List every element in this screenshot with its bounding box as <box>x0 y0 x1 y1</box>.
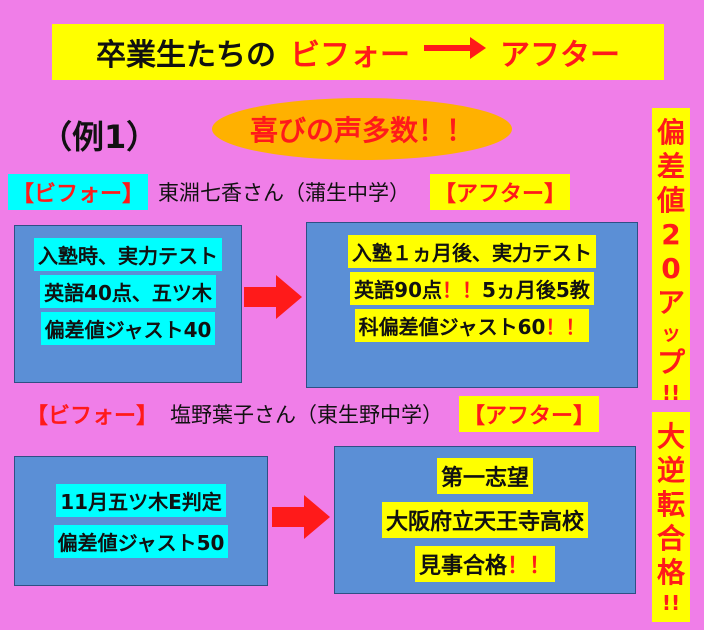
case1-before-line: 偏差値ジャスト40 <box>40 312 216 345</box>
example-label: （例1） <box>40 118 159 156</box>
side2-char: 格 <box>656 556 685 589</box>
case1-before-line: 英語40点、五ツ木 <box>40 275 216 308</box>
case1-arrow-icon <box>244 275 302 319</box>
side1-char: 偏 <box>656 116 685 149</box>
case1-header: 【ビフォー】 東淵七香さん（蒲生中学） 【アフター】 <box>8 174 571 210</box>
case2-after-tag: 【アフター】 <box>459 396 600 432</box>
side-banner-comeback: 大 逆 転 合 格 !! <box>652 412 690 622</box>
side1-char: 2 <box>661 218 681 251</box>
side2-char: 逆 <box>656 454 685 487</box>
right-arrow-icon <box>424 37 486 59</box>
exclaim: ！！ <box>545 315 586 339</box>
exclaim: ！！ <box>442 278 482 302</box>
side1-char: ッ <box>661 321 681 345</box>
case2-header: 【ビフォー】 塩野葉子さん（東生野中学） 【アフター】 <box>22 396 600 432</box>
title-part2: ビフォー <box>290 38 410 73</box>
side1-char: !! <box>661 381 681 405</box>
case2-after-box: 第一志望 大阪府立天王寺高校 見事合格！！ <box>334 446 636 594</box>
title-part3: アフター <box>500 38 620 73</box>
side1-char: 値 <box>656 184 685 217</box>
voice-badge: 喜びの声多数！！ <box>212 98 512 160</box>
side-banner-score-up: 偏 差 値 2 0 ア ッ プ !! <box>652 108 690 405</box>
case1-after-line2: 英語90点！！5ヵ月後5教 <box>350 272 594 305</box>
side1-char: 差 <box>656 150 685 183</box>
title-part1: 卒業生たちの <box>96 38 276 73</box>
side1-char: 0 <box>661 252 681 285</box>
exclaim: ！！ <box>507 554 552 579</box>
case1-after-line2a: 英語90点 <box>354 278 442 302</box>
case1-after-box: 入塾１ヵ月後、実力テスト 英語90点！！5ヵ月後5教 科偏差値ジャスト60！！ <box>306 222 638 388</box>
case1-after-tag: 【アフター】 <box>430 174 571 210</box>
side1-char: プ <box>656 346 685 379</box>
case2-after-line3: 見事合格！！ <box>414 546 556 582</box>
case1-after-line2c: 5ヵ月後5教 <box>482 278 590 302</box>
side1-char: ア <box>656 286 685 319</box>
case2-before-box: 11月五ツ木E判定 偏差値ジャスト50 <box>14 456 268 586</box>
side2-char: !! <box>661 591 681 615</box>
case1-after-line3a: 科偏差値ジャスト60 <box>358 315 546 339</box>
case1-after-line1: 入塾１ヵ月後、実力テスト <box>348 235 596 268</box>
case2-after-line2: 大阪府立天王寺高校 <box>381 502 588 538</box>
side2-char: 転 <box>656 488 685 521</box>
case2-before-tag: 【ビフォー】 <box>22 396 163 432</box>
side2-char: 合 <box>656 522 685 555</box>
case2-before-line: 11月五ツ木E判定 <box>56 484 226 517</box>
case2-arrow-icon <box>272 495 330 539</box>
case1-before-line: 入塾時、実力テスト <box>34 238 222 271</box>
case2-after-line1: 第一志望 <box>436 458 533 494</box>
case1-person: 東淵七香さん（蒲生中学） <box>158 181 411 205</box>
case2-before-line: 偏差値ジャスト50 <box>53 525 229 558</box>
case2-person: 塩野葉子さん（東生野中学） <box>170 403 444 427</box>
case1-before-tag: 【ビフォー】 <box>8 174 149 210</box>
case2-after-line3a: 見事合格 <box>418 554 507 579</box>
case1-after-line3: 科偏差値ジャスト60！！ <box>354 309 590 342</box>
side2-char: 大 <box>656 420 685 453</box>
case1-before-box: 入塾時、実力テスト 英語40点、五ツ木 偏差値ジャスト40 <box>14 225 242 383</box>
title-banner: 卒業生たちの ビフォー アフター <box>52 24 664 80</box>
